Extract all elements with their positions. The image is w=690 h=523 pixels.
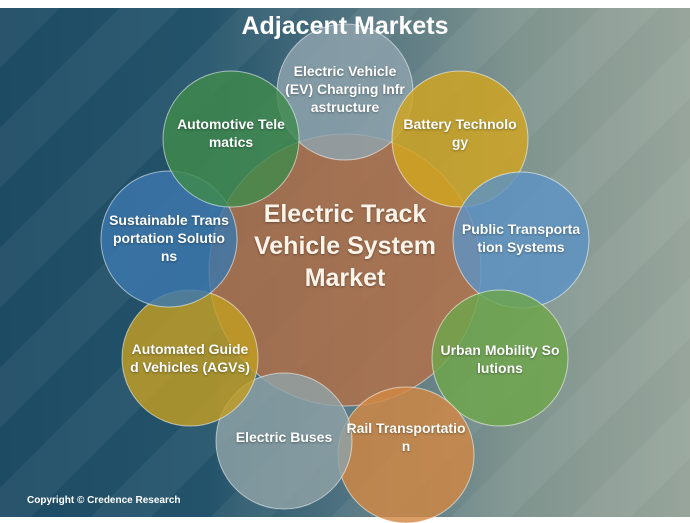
market-circle-telematics <box>162 70 300 208</box>
market-label-electric-buses: Electric Buses <box>235 429 333 445</box>
market-circle-urban-mobility <box>431 289 569 427</box>
market-label-urban-mobility: Urban Mobility Solutions <box>440 342 560 376</box>
market-label-sustainable: Sustainable Transportation Solutions <box>109 212 229 264</box>
market-label-rail: Rail Transportation <box>346 420 466 454</box>
market-circle-sustainable <box>100 170 238 308</box>
center-label: Electric Track Vehicle System Market <box>253 200 437 292</box>
market-circle-battery <box>391 70 529 208</box>
market-label-telematics: Automotive Telematics <box>177 116 285 150</box>
market-circle-rail <box>337 386 475 523</box>
diagram-title: Adjacent Markets <box>241 12 449 40</box>
market-label-ev-charging: Electric Vehicle (EV) Charging Infrastru… <box>285 63 405 115</box>
market-label-agv: Automated Guided Vehicles (AGVs) <box>130 341 250 375</box>
market-label-public-transport: Public Transportation Systems <box>461 221 581 255</box>
market-circle-electric-buses <box>215 372 353 510</box>
market-label-battery: Battery Technology <box>403 116 517 150</box>
copyright-text: Copyright © Credence Research <box>27 495 181 506</box>
